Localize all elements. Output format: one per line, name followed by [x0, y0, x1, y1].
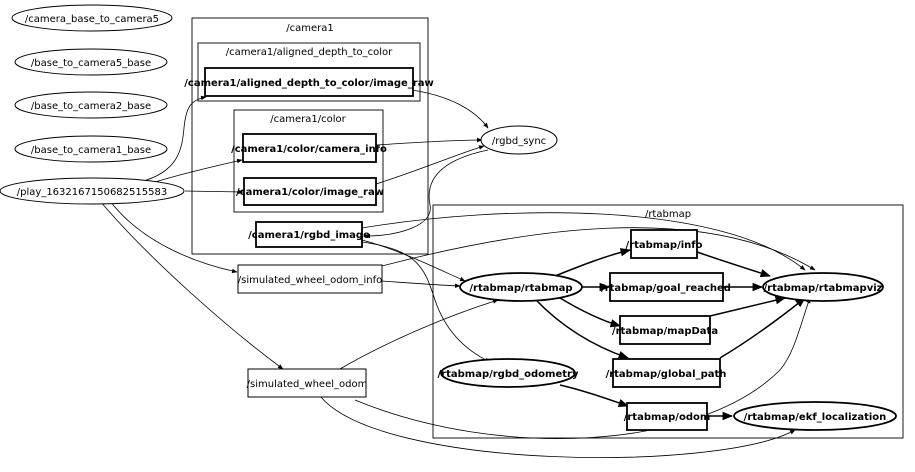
node-label: /rtabmap/rtabmapviz [764, 283, 883, 294]
edge-simodom-ekf [319, 395, 796, 458]
node-label: /rtabmap/info [625, 240, 702, 251]
cluster-color-label: /camera1/color [270, 114, 346, 125]
cluster-camera1-label: /camera1 [286, 23, 334, 34]
edge-play-simodom [99, 200, 284, 370]
node-label: /base_to_camera2_base [31, 101, 151, 112]
edge-rgbdimage-rtabmap [361, 239, 466, 282]
node-camera-base-to-camera5[interactable]: /camera_base_to_camera5 [11, 4, 173, 32]
node-label: /rtabmap/ekf_localization [744, 412, 887, 423]
node-label: /rgbd_sync [492, 136, 546, 147]
node-base-to-camera5-base[interactable]: /base_to_camera5_base [14, 48, 168, 76]
node-label: /rtabmap/goal_reached [601, 283, 731, 294]
node-rgbd-odometry[interactable]: /rtabmap/rgbd_odometry [438, 358, 579, 388]
node-label: /rtabmap/global_path [606, 369, 727, 380]
cluster-color: /camera1/color [233, 109, 384, 213]
node-label: /rtabmap/rgbd_odometry [438, 369, 579, 380]
edge-info-rtabmapviz [696, 251, 772, 278]
topic-goal-reached[interactable]: /rtabmap/goal_reached [601, 272, 731, 302]
node-base-to-camera1-base[interactable]: /base_to_camera1_base [14, 135, 168, 163]
cluster-rtabmap-label: /rtabmap [645, 209, 691, 220]
edge-simodominfo-rtabmap [381, 280, 461, 289]
edge-aligned-rgbdsync [411, 89, 489, 129]
topic-aligned-image-raw[interactable]: /camera1/aligned_depth_to_color/image_ra… [184, 67, 434, 97]
edge-mapdata-rtabmapviz [709, 296, 787, 317]
topic-global-path[interactable]: /rtabmap/global_path [606, 358, 727, 388]
edge-camerainfo-rgbdsync [374, 137, 483, 146]
edge-rgbdodom-odom [559, 384, 629, 407]
edge-play-colorraw [184, 189, 244, 195]
edge-globalpath-rtabmapviz [719, 297, 806, 359]
node-label: /base_to_camera1_base [31, 145, 151, 156]
edge-colorraw-rgbdsync [375, 145, 485, 185]
edge-rgbdsync-rgbdimage [364, 149, 489, 239]
topic-color-image-raw[interactable]: /camera1/color/image_raw [236, 177, 384, 206]
cluster-aligned-depth-label: /camera1/aligned_depth_to_color [226, 47, 393, 58]
node-label: /rtabmap/rtabmap [469, 283, 572, 294]
cluster-camera1: /camera1 [191, 17, 429, 255]
cluster-aligned-depth: /camera1/aligned_depth_to_color [197, 42, 421, 102]
node-label: /simulated_wheel_odom [247, 379, 368, 390]
edge-rtabmap-mapdata [559, 297, 622, 328]
node-rtabmap-rtabmap[interactable]: /rtabmap/rtabmap [459, 272, 583, 302]
topic-simulated-wheel-odom[interactable]: /simulated_wheel_odom [247, 368, 368, 398]
topic-simulated-wheel-odom-info[interactable]: /simulated_wheel_odom_info [237, 264, 383, 294]
topic-camera-info[interactable]: /camera1/color/camera_info [231, 133, 387, 163]
edge-simodominfo-rtabmapviz [381, 227, 816, 271]
edge-play-camerainfo [154, 158, 243, 183]
edge-rgbdimage-rgbdodom [361, 241, 491, 363]
node-label: /base_to_camera5_base [31, 58, 151, 69]
node-play[interactable]: /play_1632167150682515583 [0, 177, 185, 205]
edge-play-simodominfo [109, 200, 238, 274]
node-label: /camera1/rgbd_image [248, 230, 370, 241]
node-label: /camera1/aligned_depth_to_color/image_ra… [184, 78, 433, 89]
edge-rgbdimage-rtabmapviz [361, 212, 806, 271]
topic-rtabmap-info[interactable]: /rtabmap/info [625, 229, 703, 259]
topic-rgbd-image[interactable]: /camera1/rgbd_image [248, 221, 370, 248]
node-label: /rtabmap/mapData [612, 326, 718, 337]
cluster-rtabmap: /rtabmap [432, 204, 904, 439]
edges [99, 89, 816, 458]
topic-mapdata[interactable]: /rtabmap/mapData [612, 315, 718, 345]
node-label: /play_1632167150682515583 [17, 187, 167, 198]
node-label: /rtabmap/odom [624, 412, 711, 423]
node-label: /simulated_wheel_odom_info [238, 275, 382, 286]
node-label: /camera_base_to_camera5 [25, 14, 159, 25]
edge-rtabmap-info [554, 248, 632, 277]
node-ekf-localization[interactable]: /rtabmap/ekf_localization [733, 401, 897, 431]
edge-simodom-rtabmap [339, 299, 499, 370]
edge-rtabmap-globalpath [534, 298, 629, 359]
node-label: /camera1/color/image_raw [236, 187, 384, 198]
edge-play-aligned [139, 95, 207, 183]
node-rtabmapviz[interactable]: /rtabmap/rtabmapviz [762, 272, 884, 302]
node-base-to-camera2-base[interactable]: /base_to_camera2_base [14, 91, 168, 119]
node-rgbd-sync[interactable]: /rgbd_sync [480, 125, 558, 155]
node-label: /camera1/color/camera_info [231, 144, 387, 155]
topic-rtabmap-odom[interactable]: /rtabmap/odom [624, 402, 711, 431]
